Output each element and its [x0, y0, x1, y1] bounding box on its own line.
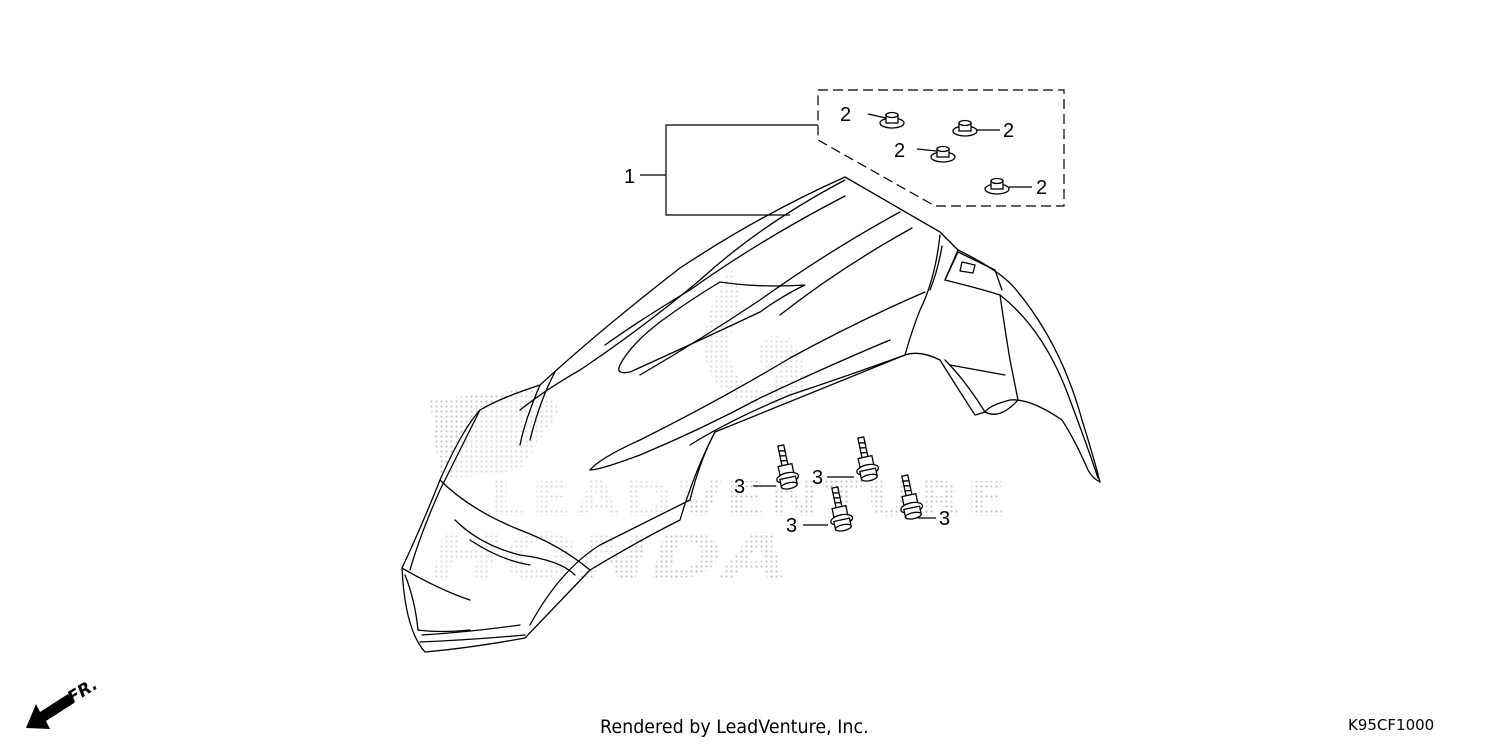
front-arrow-icon: [26, 694, 74, 729]
diagram-code: K95CF1000: [1348, 716, 1435, 734]
bolt-2: [856, 436, 880, 482]
callout-part-3[interactable]: 3: [812, 467, 823, 489]
callout-part-3[interactable]: 3: [939, 508, 950, 530]
callout-part-3[interactable]: 3: [734, 476, 745, 498]
grommet-3: [916, 145, 956, 163]
callout-part-2[interactable]: 2: [894, 140, 905, 162]
rendered-by-credit: Rendered by LeadVenture, Inc.: [600, 716, 869, 738]
grommet-4: [984, 177, 1032, 195]
watermark-brand-text: LEADVENTURE: [490, 472, 1010, 528]
watermark-maker-text: HONDA: [430, 520, 790, 593]
callout-part-3[interactable]: 3: [786, 515, 797, 537]
watermark: LEADVENTURE HONDA: [430, 268, 1010, 593]
bolt-1: [776, 444, 800, 490]
callout-labels: 1 2 2 2 2 3 3 3 3: [624, 104, 1047, 537]
bolt-3: [830, 486, 854, 532]
callout-part-2[interactable]: 2: [1003, 120, 1014, 142]
front-direction-indicator: FR.: [26, 675, 101, 729]
callout-part-1[interactable]: 1: [624, 166, 635, 188]
grommet-2: [952, 119, 1000, 137]
grommet-group: [867, 111, 1032, 195]
callout-part-2[interactable]: 2: [1036, 177, 1047, 199]
bolt-4: [900, 474, 924, 520]
grommet-1: [867, 111, 905, 129]
watermark-wing-logo: [704, 268, 807, 406]
callout-part-2[interactable]: 2: [840, 104, 851, 126]
part-1-bracket: [640, 89, 1065, 216]
bolt-group: [753, 436, 936, 532]
grommet-kit-frame: [817, 89, 1065, 207]
front-fender: [401, 176, 1101, 653]
